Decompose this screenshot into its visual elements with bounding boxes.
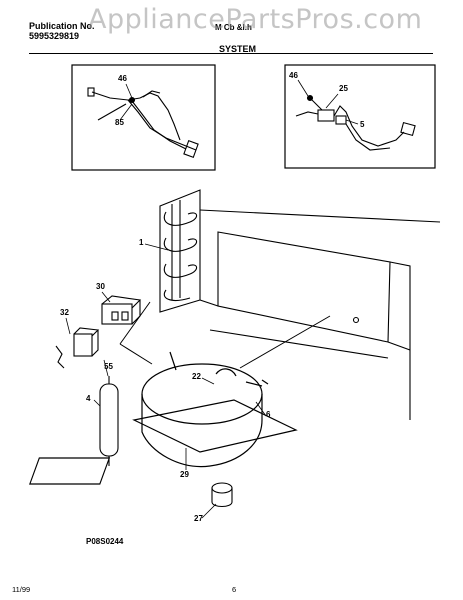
publication-number: 5995329819 [29,31,80,41]
callout-5: 5 [360,120,365,129]
callout-29: 29 [180,470,189,479]
model-fragment: M Cb &l.h [215,23,252,32]
publication-label: Publication No. [29,21,95,31]
callout-32: 32 [60,308,69,317]
callout-4: 4 [86,394,91,403]
grommet-drawing [211,482,233,508]
guide-line-1 [119,301,151,345]
compressor-drawing [29,351,298,485]
condenser-coil-drawing [159,189,201,313]
callout-25: 25 [339,84,348,93]
callout-46-right: 46 [289,71,298,80]
header-rule [29,53,433,54]
relay-harness-drawing [295,94,416,151]
callout-22: 22 [192,372,201,381]
callout-55: 55 [104,362,113,371]
watermark: AppliancePartsPros.com [88,4,423,35]
wire-harness-drawing [87,87,199,158]
diagram-code: P08S0244 [86,537,124,546]
cabinet-outline-drawing [199,209,441,420]
callout-46-left: 46 [118,74,127,83]
cord-drawing [55,345,65,369]
inset-box-right [284,64,436,169]
footer-date: 11/99 [12,585,31,594]
leader-lines [65,79,359,519]
relay-drawing [101,295,142,325]
callout-1: 1 [139,238,144,247]
callout-30: 30 [96,282,105,291]
inset-box-left [71,64,216,171]
capacitor-drawing [73,327,100,357]
callout-85: 85 [115,118,124,127]
callout-27: 27 [194,514,203,523]
page-number: 6 [232,585,237,594]
section-title: SYSTEM [219,44,257,54]
callout-6: 6 [266,410,271,419]
drier-drawing [99,376,119,466]
